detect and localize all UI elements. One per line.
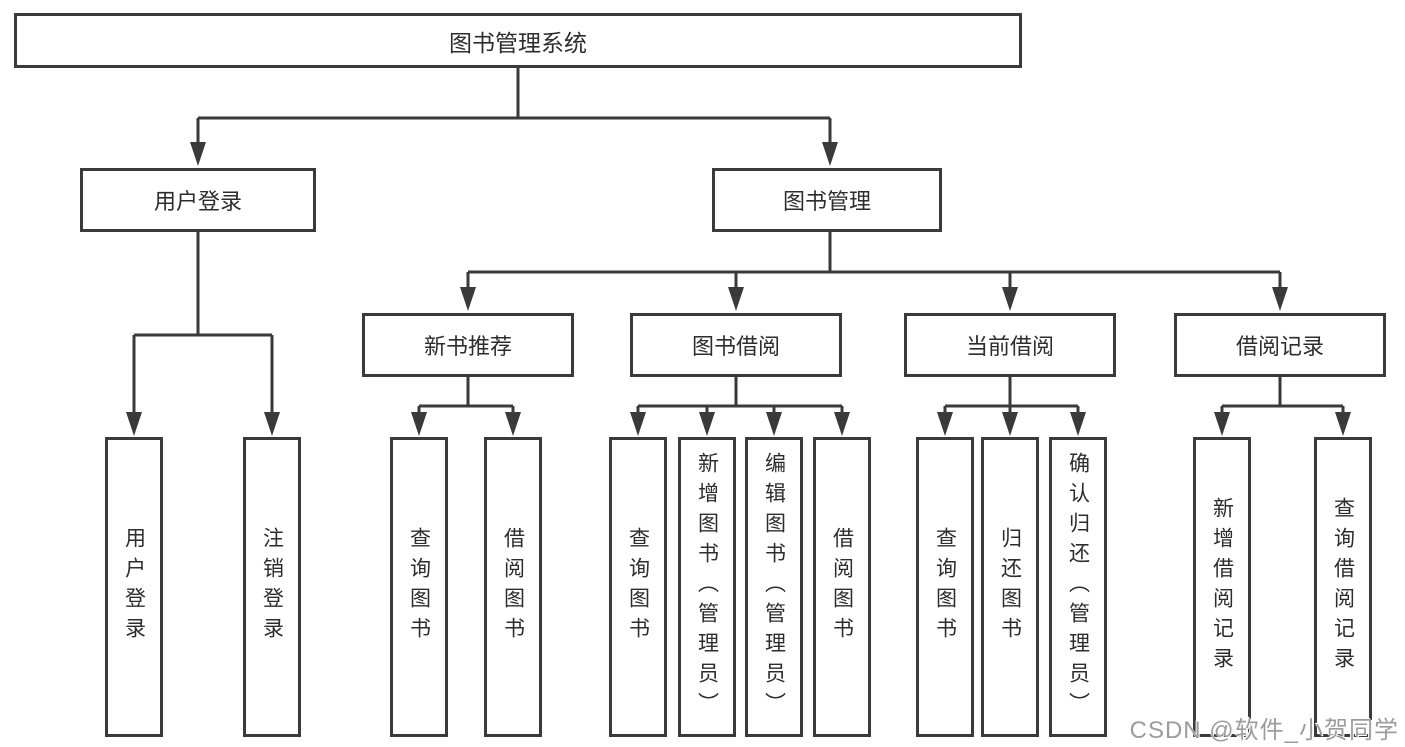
leaf-logout: 注销登录 xyxy=(243,437,301,737)
node-user-login: 用户登录 xyxy=(80,168,316,232)
leaf-query-borrow-record: 查询借阅记录 xyxy=(1314,437,1372,737)
node-book-borrowing: 图书借阅 xyxy=(630,313,842,377)
node-current-borrowing: 当前借阅 xyxy=(904,313,1116,377)
leaf-query-books-current: 查询图书 xyxy=(916,437,974,737)
leaf-confirm-return-admin: 确认归还（管理员） xyxy=(1049,437,1107,737)
leaf-add-book-admin: 新增图书（管理员） xyxy=(678,437,736,737)
node-borrow-records: 借阅记录 xyxy=(1174,313,1386,377)
leaf-return-books: 归还图书 xyxy=(981,437,1039,737)
leaf-query-books-borrowing: 查询图书 xyxy=(609,437,667,737)
leaf-borrow-books-recommend: 借阅图书 xyxy=(484,437,542,737)
leaf-user-login: 用户登录 xyxy=(105,437,163,737)
leaf-query-books-recommend: 查询图书 xyxy=(390,437,448,737)
node-new-book-recommend: 新书推荐 xyxy=(362,313,574,377)
leaf-add-borrow-record: 新增借阅记录 xyxy=(1193,437,1251,737)
node-root: 图书管理系统 xyxy=(14,13,1022,68)
leaf-edit-book-admin: 编辑图书（管理员） xyxy=(745,437,803,737)
node-book-management: 图书管理 xyxy=(712,168,942,232)
leaf-borrow-books-borrowing: 借阅图书 xyxy=(813,437,871,737)
watermark: CSDN @软件_小贺同学 xyxy=(1129,717,1399,744)
